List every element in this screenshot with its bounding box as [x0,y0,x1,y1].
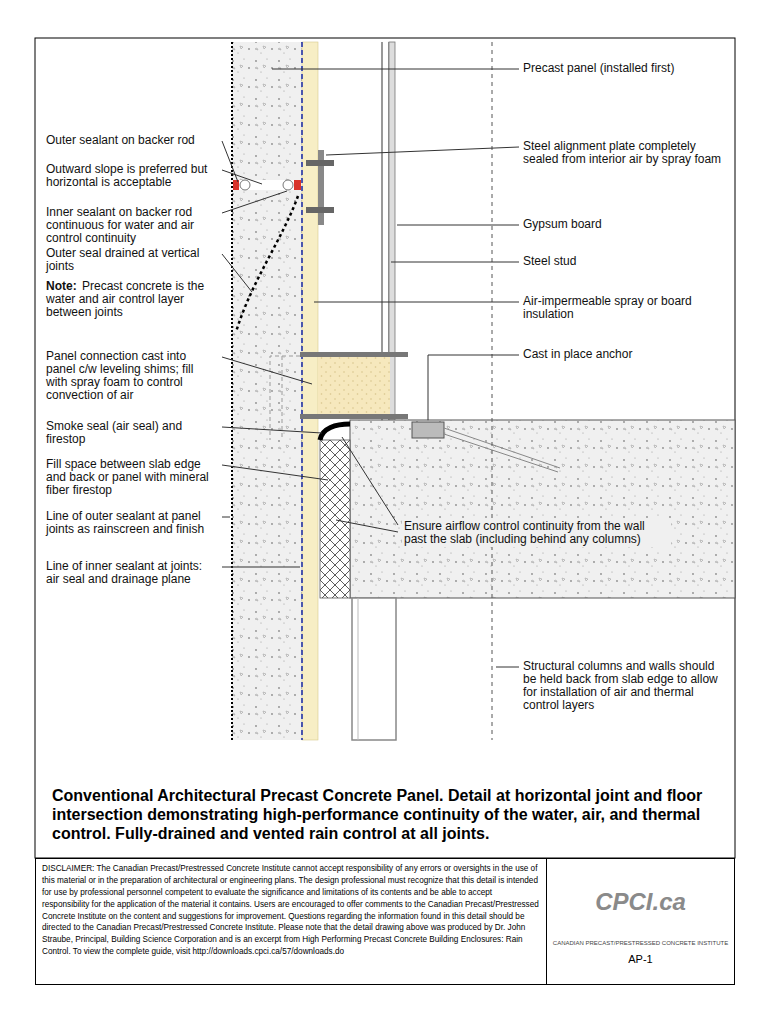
leader-line [222,170,262,184]
leader-line [222,427,322,433]
insulation-layer [302,42,318,740]
callout-label: Line of inner sealant at joints: air sea… [46,560,218,586]
column-line [492,42,493,740]
precast-panel [270,356,300,440]
callout-label: Steel alignment plate completely sealed … [523,140,728,166]
smoke-seal [320,424,350,440]
cast-in-anchor [412,422,560,472]
figure-caption: Conventional Architectural Precast Concr… [52,786,732,843]
joint-sealant [294,180,301,190]
callout-label: Outer sealant on backer rod [46,134,218,147]
callout-label: Cast in place anchor [523,348,728,361]
column [352,598,396,740]
leader-line [222,357,312,384]
joint-sealant [283,180,293,190]
floor-slab [350,420,735,598]
callout-label: Steel stud [523,255,728,268]
leader-line [222,465,328,480]
logo-box: CPCI.caCANADIAN PRECAST/PRESTRESSED CONC… [546,858,735,985]
callout-label: Precast panel (installed first) [523,62,728,75]
callout-label: Smoke seal (air seal) and firestop [46,420,218,446]
exterior-face-line [231,42,233,740]
institute-name: CANADIAN PRECAST/PRESTRESSED CONCRETE IN… [553,939,728,947]
smoke-seal [320,424,350,440]
leader-line [342,437,398,525]
firestop [320,440,350,598]
callout-label: Ensure airflow control continuity from t… [402,519,671,547]
leader-line [222,254,252,292]
callout-label: Fill space between slab edge and back or… [46,458,218,497]
column-line [492,42,493,740]
sheet-frame [35,38,735,858]
precast-panel [232,42,302,740]
panel-connection [300,414,408,419]
disclaimer-text: DISCLAIMER: The Canadian Precast/Prestre… [42,863,540,958]
alignment-plate [306,160,334,166]
leader-line [222,141,238,182]
precast-panel [232,42,302,740]
drained-seal-path [236,196,298,332]
cast-in-anchor [412,422,444,438]
alignment-plate [306,207,334,213]
sheet-number: AP-1 [628,953,652,966]
exterior-face-line [232,42,233,740]
joint-sealant [233,180,301,190]
leader-line [428,355,519,420]
callout-label: Structural columns and walls should be h… [523,660,728,712]
alignment-plate [306,150,334,225]
leader-line [222,191,287,213]
leader-line [326,147,519,155]
panel-connection [318,357,390,414]
disclaimer-box: DISCLAIMER: The Canadian Precast/Prestre… [35,858,547,985]
drainage-plane-line [301,42,303,740]
leader-line [391,262,519,263]
callout-label: Panel connection cast into panel c/w lev… [46,350,218,402]
drainage-plane-line [302,42,303,740]
callout-label: Air-impermeable spray or board insulatio… [523,295,728,321]
leader-line [314,302,519,303]
insulation-layer [302,42,318,740]
column [352,598,396,740]
callout-label: Inner sealant on backer rod continuous f… [46,206,218,245]
leader-line [222,69,519,667]
leader-line [222,567,300,568]
column [358,598,359,740]
firestop [320,440,350,598]
callout-label: Precast concrete is the water and air co… [46,280,218,319]
callout-label: Outward slope is preferred but horizonta… [46,163,218,189]
callout-label: Gypsum board [523,218,728,231]
leader-line [496,667,519,668]
logo-text: CPCI.ca [595,889,686,915]
panel-connection [300,352,408,419]
leader-line [397,225,519,226]
precast-panel [232,180,302,190]
leader-line [336,520,398,532]
floor-slab [350,420,735,598]
panel-connection [300,352,408,357]
callout-label: Line of outer sealant at panel joints as… [46,510,218,536]
cast-in-anchor [444,428,560,472]
callout-label: Outer seal drained at vertical joints [46,247,218,273]
joint-sealant [240,180,250,190]
drained-seal-path [236,196,298,332]
leader-line [272,69,519,70]
leader-line [222,517,230,518]
